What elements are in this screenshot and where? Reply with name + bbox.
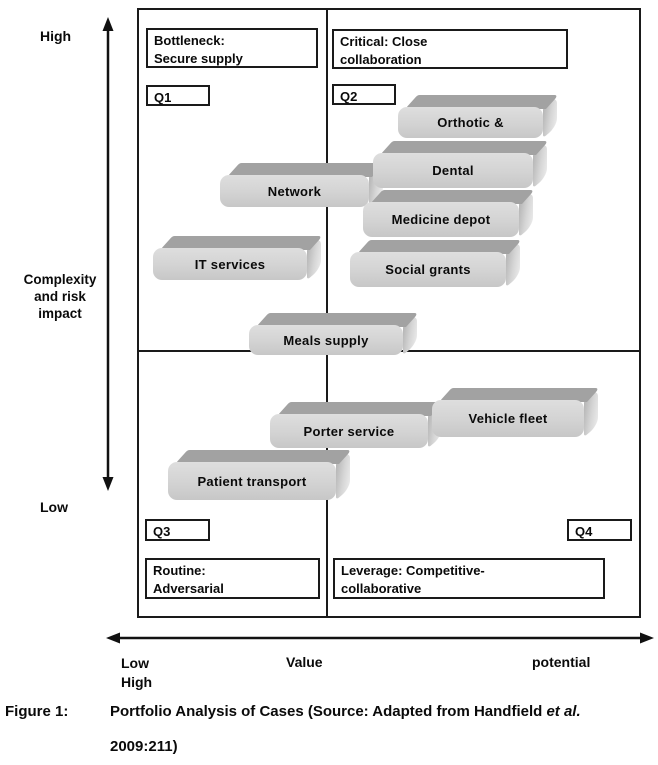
x-axis-value-label: Value <box>286 654 323 670</box>
case-block-label: Medicine depot <box>363 202 519 237</box>
case-block-medicine-depot: Medicine depot <box>363 190 535 237</box>
case-block-social-grants: Social grants <box>350 240 522 287</box>
y-axis-high-label: High <box>40 28 72 44</box>
case-block-label: IT services <box>153 248 307 280</box>
case-block-label: Porter service <box>270 414 428 448</box>
case-block-label: Patient transport <box>168 462 336 500</box>
case-block-orthotic: Orthotic & <box>398 95 559 138</box>
quadrant-tag-q3: Q3 <box>145 519 210 541</box>
case-block-label: Network <box>220 175 369 207</box>
figure-caption-line2: 2009:211) <box>110 738 178 755</box>
case-block-porter-service: Porter service <box>270 402 444 448</box>
case-block-network: Network <box>220 163 385 207</box>
case-block-label: Meals supply <box>249 325 403 355</box>
figure-caption-text: Portfolio Analysis of Cases (Source: Ada… <box>110 703 655 720</box>
case-block-label: Vehicle fleet <box>432 400 584 437</box>
y-axis-title: Complexity and risk impact <box>23 272 97 321</box>
x-axis-low-high-label: Low High <box>121 655 153 690</box>
caption-text-main: Portfolio Analysis of Cases (Source: Ada… <box>110 703 547 720</box>
case-block-label: Dental <box>373 153 533 188</box>
leverage-strategy-box: Leverage: Competitive- collaborative <box>333 558 605 599</box>
quadrant-tag-q2: Q2 <box>332 84 396 105</box>
case-block-vehicle-fleet: Vehicle fleet <box>432 388 600 437</box>
y-axis-low-label: Low <box>40 499 68 515</box>
routine-strategy-box: Routine: Adversarial <box>145 558 320 599</box>
case-block-meals-supply: Meals supply <box>249 313 419 355</box>
case-block-patient-transport: Patient transport <box>168 450 352 500</box>
case-block-label: Social grants <box>350 252 506 287</box>
bottleneck-strategy-box: Bottleneck: Secure supply <box>146 28 318 68</box>
case-block-label: Orthotic & <box>398 107 543 138</box>
quadrant-tag-q1: Q1 <box>146 85 210 106</box>
y-axis-arrow <box>102 17 114 491</box>
x-axis-arrow <box>106 632 654 644</box>
case-block-dental: Dental <box>373 141 549 188</box>
caption-text-italic: et al. <box>546 703 581 720</box>
case-block-it-services: IT services <box>153 236 323 280</box>
quadrant-tag-q4: Q4 <box>567 519 632 541</box>
x-axis-potential-label: potential <box>532 654 591 670</box>
critical-strategy-box: Critical: Close collaboration <box>332 29 568 69</box>
figure-caption-number: Figure 1: <box>5 703 69 720</box>
